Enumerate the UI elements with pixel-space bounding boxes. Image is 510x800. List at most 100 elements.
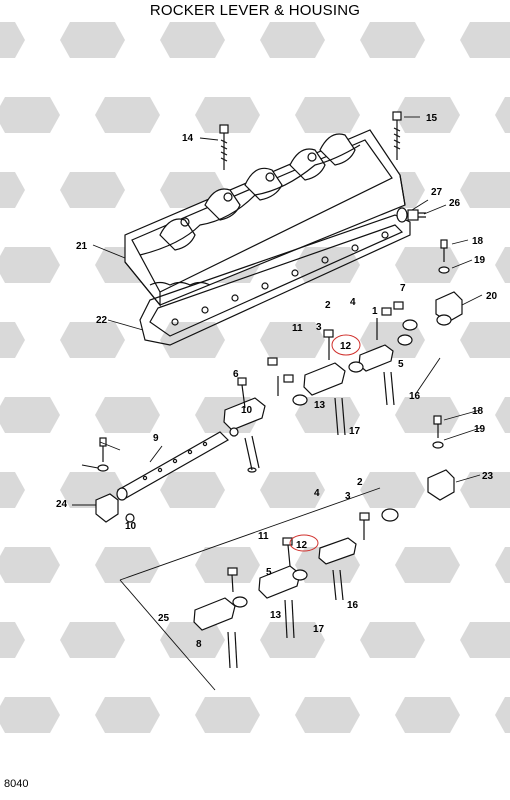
watermark-tile: COMPART xyxy=(395,547,508,583)
watermark-text: KOMNAPT xyxy=(28,185,74,195)
callout-label: 19 xyxy=(474,424,486,435)
watermark-tile: COMPART xyxy=(460,22,510,58)
watermark-text: COMPART xyxy=(63,110,108,120)
callout-label: 21 xyxy=(76,241,88,252)
callout-label: 2 xyxy=(357,477,363,488)
watermark-text: KOMNAPT xyxy=(28,485,74,495)
watermark-text: COMPART xyxy=(463,260,508,270)
watermark-tile: KOMNAPT xyxy=(95,697,209,733)
watermark-text: KOMNAPT xyxy=(228,335,274,345)
housing-gasket xyxy=(139,214,411,346)
shaft-support-lower-right xyxy=(427,415,455,501)
callout-label: 1 xyxy=(372,306,378,317)
watermark-text: KOMNAPT xyxy=(163,410,209,420)
watermark-text: COMPART xyxy=(128,635,173,645)
callout-label: 13 xyxy=(270,610,282,621)
callout-label: 19 xyxy=(474,255,486,266)
callout-label: 24 xyxy=(56,499,68,510)
watermark-tile: KOMNAPT xyxy=(360,472,474,508)
watermark-text: COMPART xyxy=(263,710,308,720)
group-outline xyxy=(119,357,441,691)
watermark-tile: COMPART xyxy=(260,322,373,358)
watermark-tile: COMPART xyxy=(260,22,373,58)
watermark-text: KOMNAPT xyxy=(228,485,274,495)
watermark-text: KOMNAPT xyxy=(363,260,409,270)
leader-lines xyxy=(72,116,483,506)
watermark-text: COMPART xyxy=(463,410,508,420)
watermark-tile: KOMNAPT xyxy=(95,397,209,433)
watermark-text: COMPART xyxy=(463,110,508,120)
watermark-text: COMPART xyxy=(128,485,173,495)
watermark-text: COMPART xyxy=(63,710,108,720)
callout-label: 11 xyxy=(258,531,269,542)
watermark-text: COMPART xyxy=(63,410,108,420)
watermark-tile: COMPART xyxy=(460,172,510,208)
watermark-tile: COMPART xyxy=(260,472,373,508)
callout-label: 5 xyxy=(398,359,404,370)
capscrew-15 xyxy=(392,111,402,160)
watermark-text: COMPART xyxy=(328,35,373,45)
rocker-shaft xyxy=(116,427,239,523)
watermark-tile: COMPART xyxy=(60,322,173,358)
watermark-text: KOMNAPT xyxy=(363,110,409,120)
callout-label: 25 xyxy=(158,613,170,624)
watermark-text: KOMNAPT xyxy=(28,635,74,645)
highlight-marks xyxy=(289,334,361,552)
callout-label: 4 xyxy=(350,297,356,308)
watermark-text: KOMNAPT xyxy=(363,560,409,570)
callout-label: 3 xyxy=(316,322,322,333)
watermark-tile: KOMNAPT xyxy=(295,97,409,133)
plug-and-washer xyxy=(396,207,426,223)
watermark-tile: COMPART xyxy=(260,622,373,658)
watermark-text: COMPART xyxy=(128,35,173,45)
watermark-tile: COMPART xyxy=(460,472,510,508)
rocker-housing xyxy=(124,129,406,307)
watermark-text: KOMNAPT xyxy=(163,560,209,570)
callout-label: 26 xyxy=(449,198,461,209)
watermark-text: KOMNAPT xyxy=(428,635,474,645)
watermark-text: KOMNAPT xyxy=(363,710,409,720)
watermark-text: KOMNAPT xyxy=(28,335,74,345)
callout-label: 15 xyxy=(426,113,438,124)
watermark-tile: COMPART xyxy=(0,547,108,583)
watermark-tile: COMPART xyxy=(0,397,108,433)
shaft-support-upper xyxy=(435,239,463,326)
callout-label: 18 xyxy=(472,236,484,247)
figure-number: 8040 xyxy=(4,778,29,790)
callout-label: 5 xyxy=(266,567,272,578)
watermark-tile: KOMNAPT xyxy=(95,547,209,583)
watermark-text: KOMNAPT xyxy=(28,35,74,45)
watermark-text: KOMNAPT xyxy=(228,35,274,45)
callout-label: 12 xyxy=(340,341,352,352)
watermark-text: COMPART xyxy=(263,560,308,570)
callout-label: 12 xyxy=(296,540,308,551)
watermark-text: COMPART xyxy=(463,560,508,570)
watermark-tile: COMPART xyxy=(395,397,508,433)
callout-label: 6 xyxy=(233,369,239,380)
watermark-tile: KOMNAPT xyxy=(495,547,510,583)
callout-label: 14 xyxy=(182,133,194,144)
watermark-tile: KOMNAPT xyxy=(495,397,510,433)
watermark-text: KOMNAPT xyxy=(428,35,474,45)
watermark-text: KOMNAPT xyxy=(163,710,209,720)
watermark-tile: COMPART xyxy=(195,97,308,133)
callout-label: 9 xyxy=(153,433,159,444)
watermark-tile: COMPART xyxy=(460,622,510,658)
watermark-text: COMPART xyxy=(328,635,373,645)
watermark-text: COMPART xyxy=(63,260,108,270)
watermark-tile: KOMNAPT xyxy=(0,172,74,208)
watermark-tile: COMPART xyxy=(395,97,508,133)
callout-label: 18 xyxy=(472,406,484,417)
watermark-tile: COMPART xyxy=(0,247,108,283)
watermark-tile: KOMNAPT xyxy=(160,472,274,508)
watermark-tile: KOMNAPT xyxy=(0,322,74,358)
callout-label: 22 xyxy=(96,315,108,326)
callout-label: 16 xyxy=(347,600,359,611)
watermark-tile: COMPART xyxy=(460,322,510,358)
watermark-text: COMPART xyxy=(328,485,373,495)
watermark-tile: COMPART xyxy=(195,547,308,583)
callout-label: 3 xyxy=(345,491,351,502)
watermark-tile: COMPART xyxy=(0,697,108,733)
